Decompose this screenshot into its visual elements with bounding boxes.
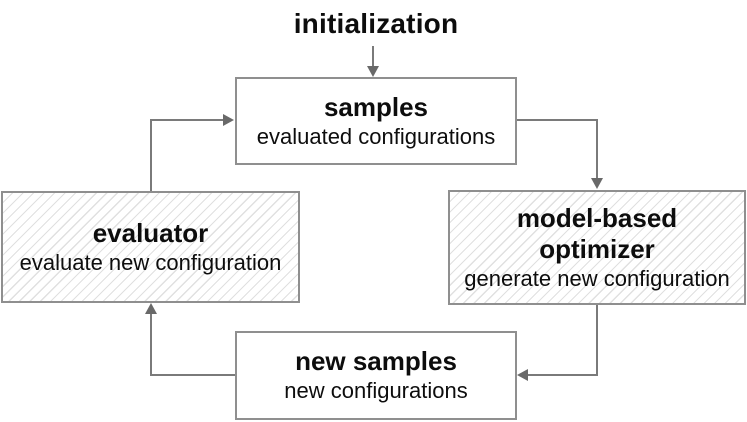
node-new-samples-title: new samples (295, 346, 457, 376)
connector-new-samples-to-evaluator-horizontal (150, 374, 235, 376)
initialization-label: initialization (293, 8, 459, 39)
node-new-samples-subtitle: new configurations (284, 378, 468, 403)
node-model-based-optimizer-title: model-based optimizer (516, 202, 678, 264)
arrowhead-left-icon (517, 369, 528, 381)
node-evaluator-subtitle: evaluate new configuration (19, 249, 282, 275)
node-model-based-optimizer: model-based optimizer generate new confi… (448, 190, 746, 305)
connector-optimizer-to-new-samples-vertical (596, 305, 598, 376)
connector-optimizer-to-new-samples-horizontal (528, 374, 598, 376)
connector-new-samples-to-evaluator-vertical (150, 314, 152, 376)
arrowhead-down-icon (367, 66, 379, 77)
node-samples-subtitle: evaluated configurations (256, 123, 496, 149)
connector-samples-to-optimizer-vertical (596, 119, 598, 179)
arrowhead-right-icon (223, 114, 234, 126)
connector-samples-to-optimizer-horizontal (517, 119, 598, 121)
connector-evaluator-to-samples-horizontal (150, 119, 224, 121)
node-samples: samples evaluated configurations (235, 77, 517, 165)
connector-initialization-to-samples (372, 46, 374, 68)
connector-evaluator-to-samples-vertical (150, 120, 152, 191)
node-evaluator: evaluator evaluate new configuration (1, 191, 300, 303)
node-evaluator-title: evaluator (92, 217, 209, 248)
node-samples-title: samples (323, 91, 429, 122)
node-model-based-optimizer-subtitle: generate new configuration (464, 265, 730, 291)
node-new-samples: new samples new configurations (235, 331, 517, 420)
arrowhead-up-icon (145, 303, 157, 314)
arrowhead-down-icon (591, 178, 603, 189)
